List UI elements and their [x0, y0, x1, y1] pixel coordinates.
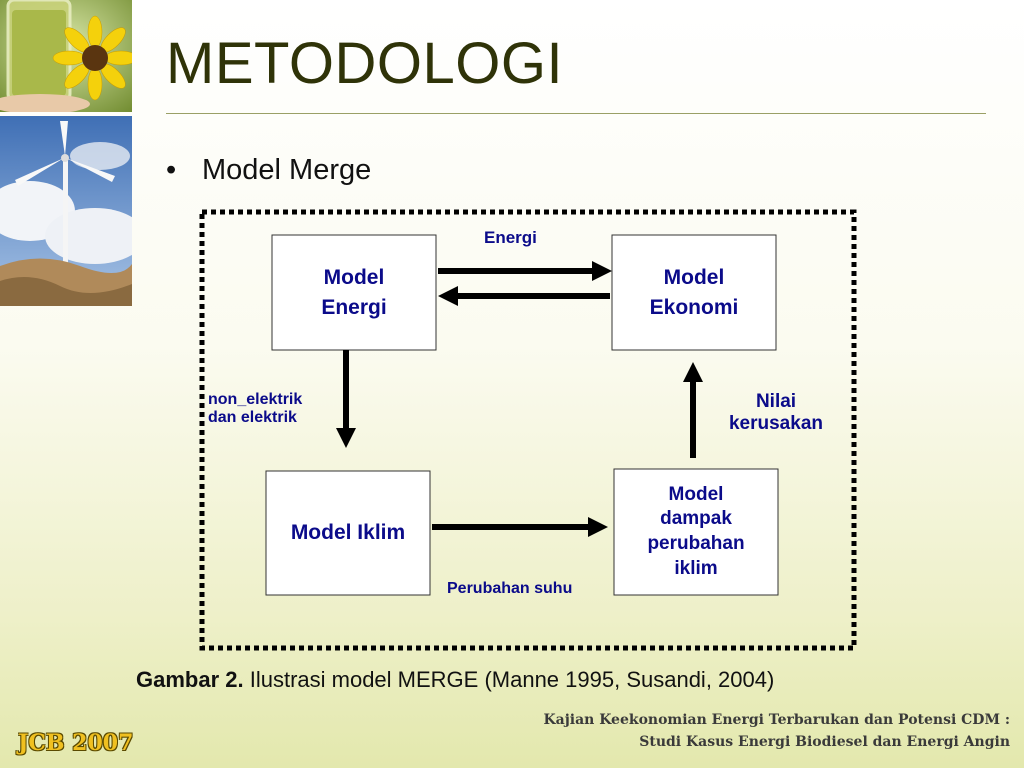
bullet-item: • Model Merge [166, 154, 371, 187]
box-model-energi [271, 234, 437, 351]
box-model-ekonomi [611, 234, 777, 351]
footer-subtitle: Kajian Keekonomian Energi Terbarukan dan… [543, 712, 1010, 750]
footer-brand: JCB 2007 [18, 730, 134, 756]
biodiesel-sunflower-photo [0, 0, 132, 112]
arrowhead-up [683, 362, 703, 382]
diagram-dotted-frame [199, 209, 857, 651]
label-model-iklim: Model Iklim [290, 521, 406, 545]
label-perubahan-suhu: Perubahan suhu [447, 580, 573, 597]
bullet-dot: • [166, 154, 177, 186]
box-model-dampak [613, 468, 779, 596]
wind-turbine-photo [0, 116, 132, 306]
box-model-iklim [265, 470, 431, 596]
bullet-text: Model Merge [202, 154, 372, 186]
arrowhead-right-top [592, 261, 612, 281]
slide-title: METODOLOGI [166, 31, 564, 96]
arrowhead-left [438, 286, 458, 306]
label-energi: Energi [484, 228, 537, 247]
caption-prefix: Gambar 2. [136, 667, 244, 692]
figure-caption: Gambar 2. Ilustrasi model MERGE (Manne 1… [136, 667, 774, 693]
caption-text: Ilustrasi model MERGE (Manne 1995, Susan… [243, 667, 775, 692]
arrowhead-right-bottom [588, 517, 608, 537]
title-divider [166, 113, 986, 114]
arrowhead-down [336, 428, 356, 448]
